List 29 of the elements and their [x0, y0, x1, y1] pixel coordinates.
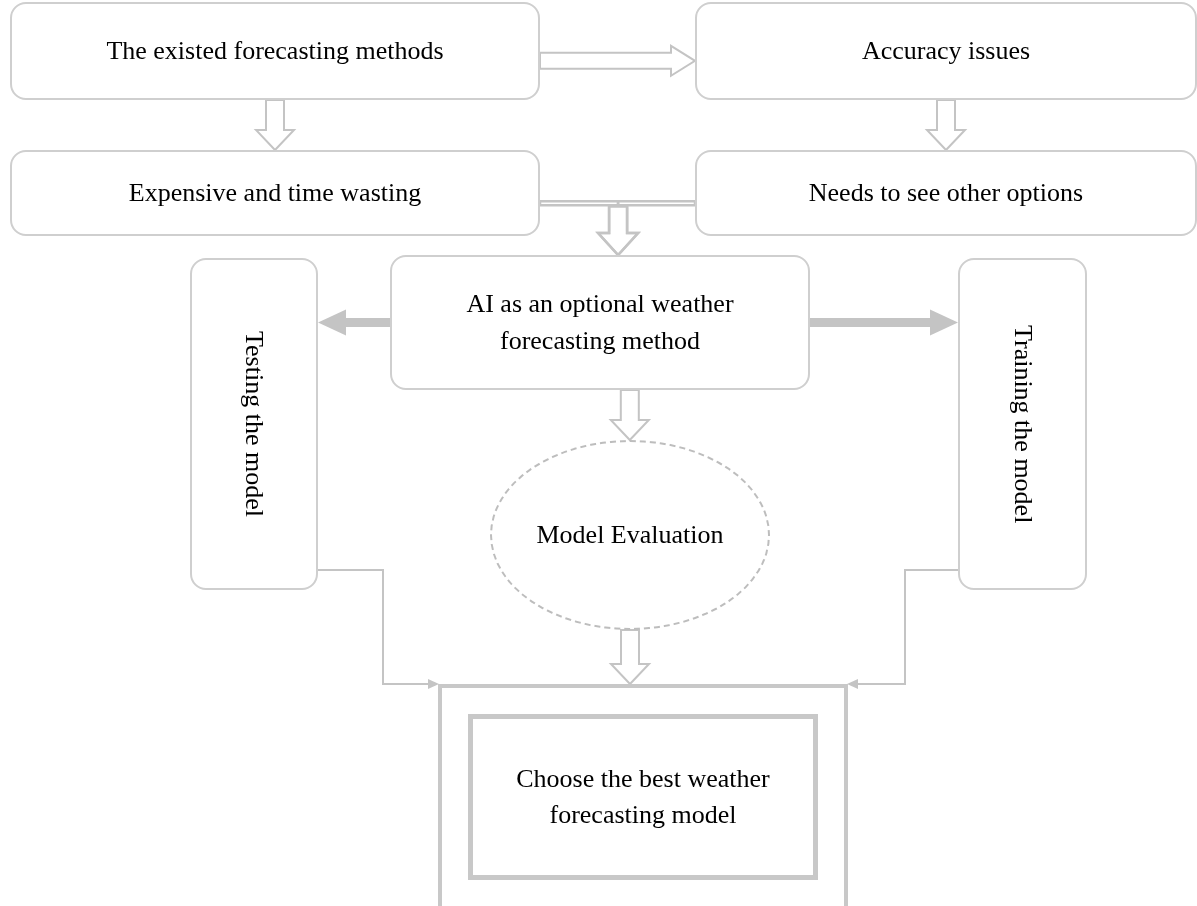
block-arrow [608, 629, 652, 686]
result-box [468, 714, 818, 880]
rounded-box [695, 150, 1197, 236]
box-label: Training the model [1007, 324, 1039, 524]
box-label: Expensive and time wasting [127, 176, 423, 209]
rounded-box [695, 2, 1197, 100]
rounded-box [10, 2, 540, 100]
rounded-box [10, 150, 540, 236]
box-label: Needs to see other options [807, 176, 1085, 209]
block-arrow [253, 99, 297, 152]
rounded-box [390, 255, 810, 390]
rounded-box [190, 258, 318, 590]
rounded-box [958, 258, 1087, 590]
thick-arrow [810, 309, 958, 336]
box-label: Choose the best weather forecasting model [515, 762, 771, 831]
connector-arrow [317, 569, 439, 689]
dashed-ellipse [490, 440, 770, 630]
box-label: Accuracy issues [860, 34, 1032, 67]
box-label: Testing the model [239, 331, 271, 517]
block-arrow [595, 200, 697, 257]
block-arrow [539, 44, 697, 78]
box-label: Model Evaluation [535, 518, 725, 551]
open-frame [438, 684, 848, 906]
block-arrow [924, 99, 968, 152]
box-label: AI as an optional weather forecasting method [465, 288, 735, 357]
connector-arrow [847, 569, 959, 689]
thick-arrow [318, 309, 390, 336]
box-label: The existed forecasting methods [105, 34, 445, 67]
block-arrow [608, 389, 652, 442]
